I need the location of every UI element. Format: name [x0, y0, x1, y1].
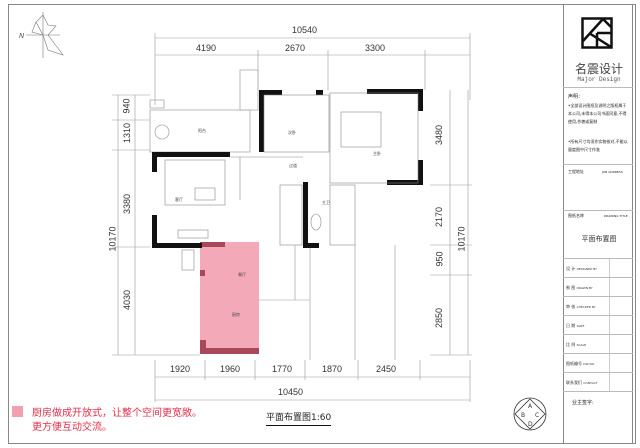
title-block [563, 4, 633, 444]
dim-right-2: 2170 [434, 206, 445, 228]
dim-right-total: 10170 [456, 226, 467, 252]
row-contact: 联系我们 CONTACT [563, 372, 633, 392]
project-address-en: JOB ADDRESS [602, 170, 623, 174]
row-scale: 比 例 SCALE [563, 334, 633, 354]
dim-left-1: 940 [121, 98, 132, 114]
svg-text:C: C [535, 412, 539, 419]
dim-bottom-3: 1770 [272, 364, 293, 374]
divider [563, 391, 633, 392]
dim-left-2: 1310 [122, 122, 133, 144]
drawing-title-label: 图纸名称 [568, 213, 584, 218]
legend-line-1: 厨房做成开放式，让整个空间更宽敞。 [32, 408, 202, 419]
divider [563, 210, 633, 211]
divider [563, 164, 633, 165]
drawing-frame [8, 4, 636, 444]
row-designer: 设 计 DESIGNED BY [563, 258, 633, 278]
owner-signature-label: 业主签字: [572, 400, 594, 406]
svg-text:N: N [19, 32, 25, 40]
drawing-title: 平面布置图 [581, 235, 617, 243]
dim-left-3: 3380 [122, 193, 133, 215]
room-second-bedroom: 次卧 [288, 130, 296, 135]
dim-bottom-5: 2450 [376, 364, 397, 374]
drawing-title-en: DRAWING TITLE [604, 214, 628, 218]
dim-top-1: 4190 [196, 43, 217, 53]
row-drawn: 制 图 DRAWN BY [563, 277, 633, 297]
dim-top-total: 10540 [292, 25, 318, 35]
row-date: 日 期 DATE [563, 315, 633, 335]
svg-text:A: A [528, 403, 533, 410]
project-address-label: 工程地址 [568, 169, 584, 174]
brand-name-cn: 名震设计 [574, 62, 623, 76]
dim-bottom-total: 10450 [278, 387, 304, 397]
room-master-bedroom: 主卧 [373, 151, 381, 156]
statement-title: 声明： [568, 94, 584, 100]
dim-bottom-2: 1960 [220, 364, 241, 374]
svg-text:D: D [528, 421, 533, 428]
dim-bottom-4: 1870 [322, 364, 343, 374]
compass-icon: N [19, 12, 64, 58]
statement-1: •全部设计图纸及说明之版权属于本公司,未得本公司书面同意,不得使用,抄袭或复制 [568, 103, 627, 124]
statement-2: •所有尺寸均须作实物核对,不能以量度图中尺寸作准 [568, 139, 628, 152]
dim-bottom-1: 1920 [170, 364, 191, 374]
dim-top-2: 2670 [285, 43, 306, 53]
dim-right-4: 2850 [434, 307, 445, 329]
dim-right-3: 950 [434, 251, 445, 267]
floor-plan-drawing [112, 33, 472, 402]
dim-left-total: 10170 [107, 226, 118, 252]
room-balcony: 阳台 [198, 128, 206, 133]
room-kitchen: 厨房 [232, 312, 240, 317]
abcd-seal-icon: A B C D [513, 397, 547, 431]
row-drawing-no: 图纸编号 DW NO. [563, 353, 633, 373]
room-master-bath: 主卫 [322, 200, 330, 205]
legend-swatch [12, 406, 23, 417]
plan-title: 平面布置图1:60 [266, 410, 332, 426]
room-living: 客厅 [175, 197, 183, 202]
brand-logo-icon [581, 17, 613, 49]
brand-name-en: Major Design [577, 76, 621, 83]
legend-line-2: 更方便互动交流。 [32, 422, 112, 433]
dim-right-1: 3480 [434, 124, 445, 146]
divider [563, 87, 633, 88]
svg-text:B: B [521, 412, 525, 419]
row-checked: 审 核 CHECKED BY [563, 296, 633, 316]
dim-left-4: 4030 [122, 289, 133, 311]
room-corridor: 过道 [289, 163, 297, 168]
kitchen-highlight [200, 242, 259, 354]
dim-top-3: 3300 [365, 43, 386, 53]
room-dining: 餐厅 [238, 272, 246, 277]
